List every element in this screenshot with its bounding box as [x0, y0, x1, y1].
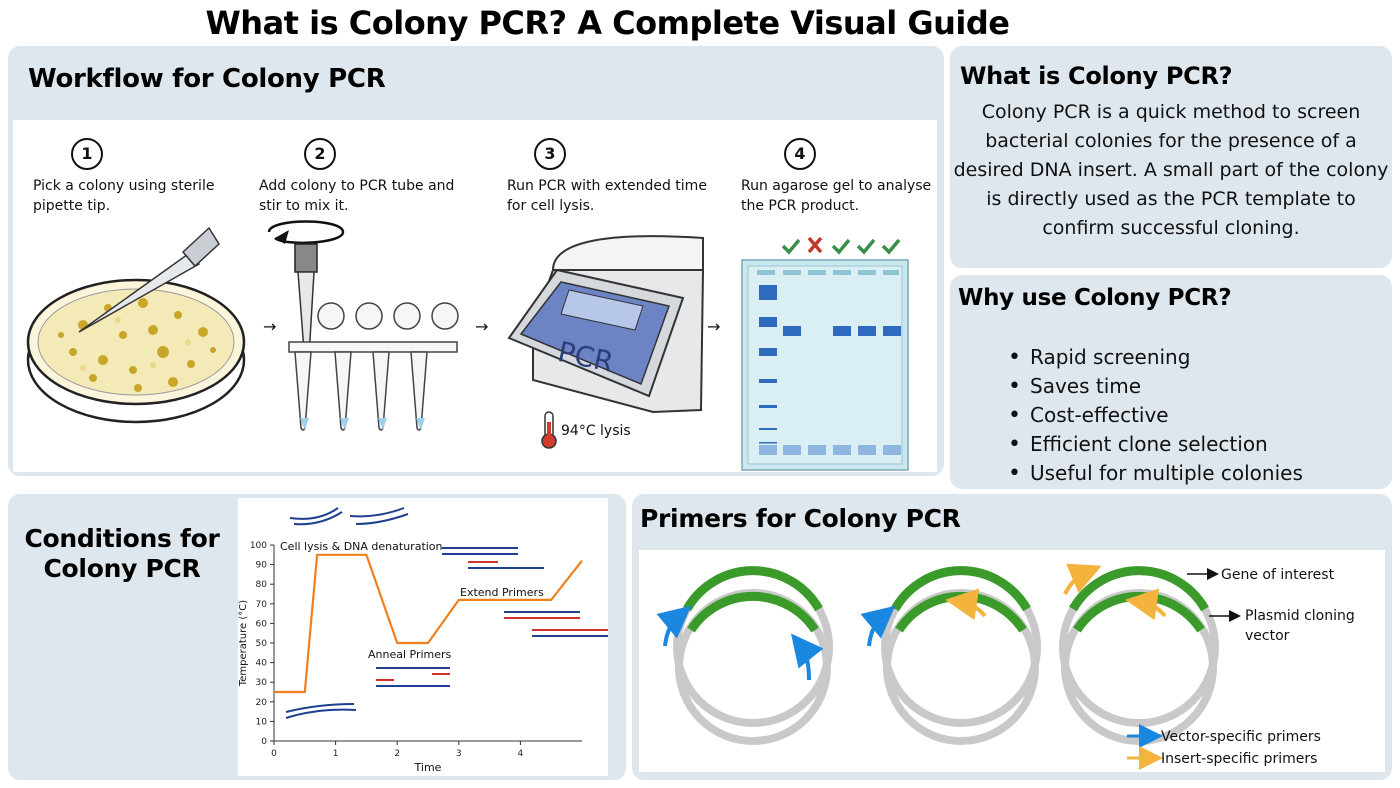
- workflow-illustration-area: 1 Pick a colony using sterile pipette ti…: [13, 120, 937, 472]
- list-item: Cost-effective: [1008, 401, 1303, 430]
- gel-results: [781, 236, 901, 255]
- primers-illustration-area: Gene of interest Plasmid cloning vector …: [639, 550, 1385, 772]
- step-1-text: Pick a colony using sterile pipette tip.: [33, 178, 215, 214]
- list-item: Useful for multiple colonies: [1008, 459, 1303, 488]
- why-list: Rapid screening Saves time Cost-effectiv…: [1008, 343, 1303, 488]
- x-tick-label: 3: [456, 749, 462, 759]
- dna-strand-icon: [376, 547, 608, 687]
- x-tick-label: 0: [271, 749, 277, 759]
- y-axis-label: Temperature (°C): [238, 600, 249, 687]
- what-heading: What is Colony PCR?: [960, 62, 1233, 90]
- check-icon: [881, 238, 901, 255]
- vector-label-line2: vector: [1245, 628, 1290, 644]
- list-item: Saves time: [1008, 372, 1303, 401]
- x-axis-label: Time: [414, 761, 442, 774]
- what-panel: What is Colony PCR? Colony PCR is a quic…: [950, 46, 1392, 268]
- conditions-heading-line2: Colony PCR: [43, 554, 201, 583]
- conditions-heading-line1: Conditions for: [24, 524, 220, 553]
- workflow-panel: Workflow for Colony PCR 1 Pick a colony …: [8, 46, 944, 476]
- pcr-machine-icon: PCR: [507, 235, 705, 414]
- primers-panel: Primers for Colony PCR: [632, 494, 1392, 780]
- check-icon: [781, 238, 801, 255]
- arrow-right-icon: →: [475, 317, 488, 336]
- x-tick-label: 4: [518, 749, 524, 759]
- what-description: Colony PCR is a quick method to screen b…: [953, 101, 1389, 239]
- step-2-text: Add colony to PCR tube and stir to mix i…: [259, 178, 455, 214]
- agarose-gel-icon: [741, 259, 909, 471]
- arrow-right-icon: →: [707, 317, 720, 336]
- check-icon: [856, 238, 876, 255]
- workflow-heading: Workflow for Colony PCR: [28, 64, 386, 94]
- vector-label-line1: Plasmid cloning: [1245, 608, 1355, 624]
- y-tick-label: 70: [256, 600, 268, 610]
- list-item: Efficient clone selection: [1008, 430, 1303, 459]
- pcr-tubes-icon: [267, 220, 459, 431]
- y-tick-label: 90: [256, 561, 268, 571]
- step-2-number: 2: [304, 138, 336, 170]
- arrow-right-icon: →: [263, 317, 276, 336]
- gene-of-interest-label: Gene of interest: [1221, 567, 1335, 583]
- y-tick-label: 80: [256, 580, 268, 590]
- temperature-line: [274, 553, 583, 694]
- workflow-drawings: → → →: [26, 220, 909, 471]
- y-tick-label: 40: [256, 659, 268, 669]
- lysis-annotation: Cell lysis & DNA denaturation: [280, 540, 443, 553]
- y-tick-label: 100: [250, 541, 267, 551]
- x-tick-label: 1: [333, 749, 339, 759]
- plasmid-3-icon: [1059, 563, 1219, 745]
- lysis-temperature-label: 94°C lysis: [561, 423, 631, 439]
- why-panel: Why use Colony PCR? Rapid screening Save…: [950, 275, 1392, 489]
- x-tick-label: 2: [394, 749, 400, 759]
- dna-strand-icon: [285, 507, 409, 719]
- plasmid-1-icon: [656, 566, 833, 745]
- pipette-tip-icon: [78, 226, 220, 333]
- primers-heading: Primers for Colony PCR: [640, 504, 961, 533]
- plasmid-diagrams: Gene of interest Plasmid cloning vector …: [656, 563, 1355, 770]
- check-icon: [831, 238, 851, 255]
- page-title: What is Colony PCR? A Complete Visual Gu…: [205, 4, 1010, 42]
- extend-annotation: Extend Primers: [460, 586, 544, 599]
- y-tick-label: 20: [256, 698, 268, 708]
- y-tick-label: 50: [256, 639, 268, 649]
- y-tick-label: 10: [256, 717, 268, 727]
- y-tick-label: 0: [261, 737, 267, 747]
- y-tick-label: 30: [256, 678, 268, 688]
- step-1-number: 1: [71, 138, 103, 170]
- step-3-number: 3: [534, 138, 566, 170]
- step-4-text: Run agarose gel to analyse the PCR produ…: [741, 178, 932, 214]
- petri-dish-icon: [26, 278, 246, 424]
- legend-insert-primers: Insert-specific primers: [1161, 751, 1317, 767]
- step-4-number: 4: [784, 138, 816, 170]
- anneal-annotation: Anneal Primers: [368, 648, 452, 661]
- list-item: Rapid screening: [1008, 343, 1303, 372]
- legend-vector-primers: Vector-specific primers: [1161, 729, 1321, 745]
- plasmid-2-icon: [860, 566, 1041, 745]
- cross-icon: [807, 236, 823, 254]
- why-heading: Why use Colony PCR?: [958, 285, 1232, 311]
- y-tick-label: 60: [256, 619, 268, 629]
- step-3-text: Run PCR with extended time for cell lysi…: [507, 178, 707, 214]
- thermometer-icon: [541, 411, 557, 449]
